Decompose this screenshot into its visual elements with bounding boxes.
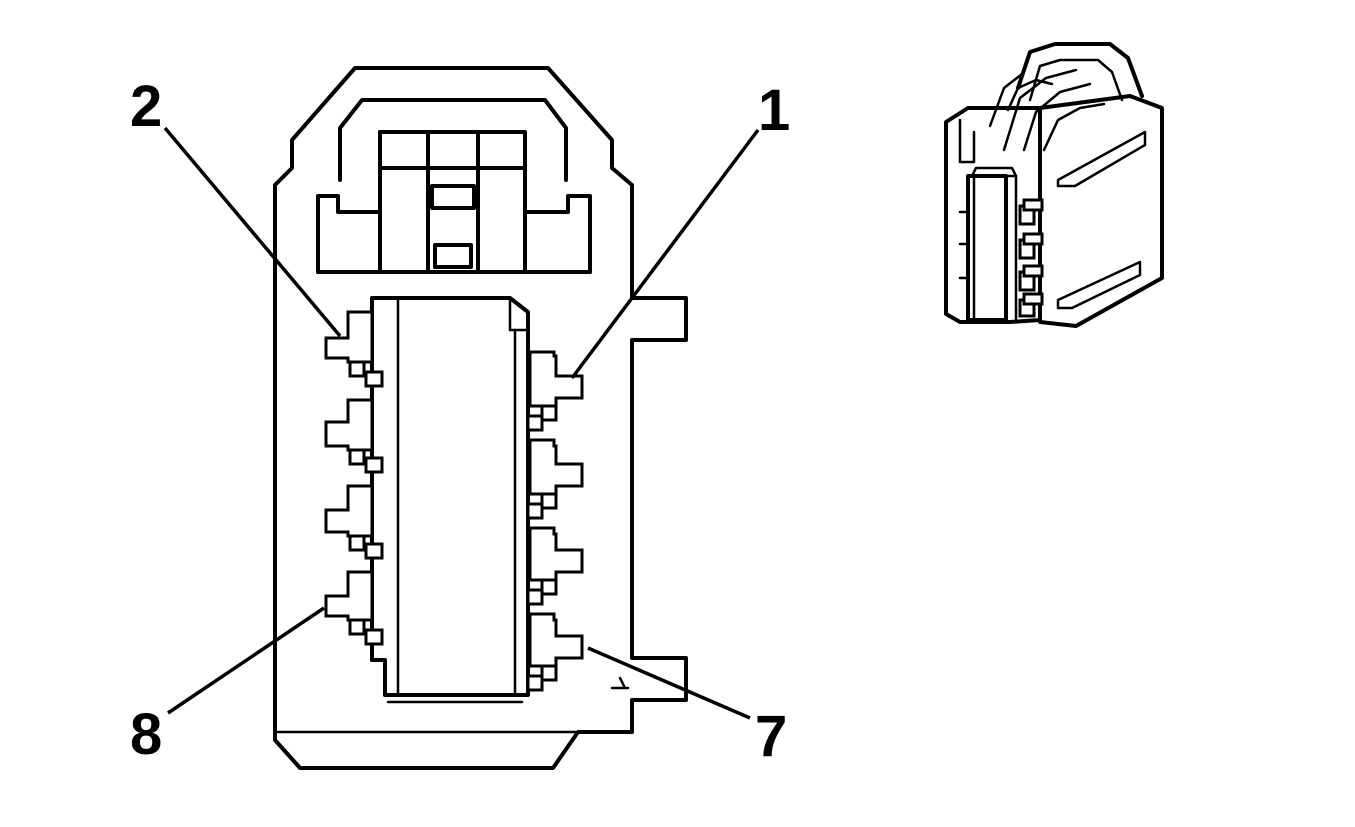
connector-housing	[273, 66, 688, 770]
leader-7	[587, 646, 751, 720]
callout-2: 2	[130, 74, 162, 139]
left-pin-row	[324, 310, 384, 646]
leader-2	[163, 126, 342, 338]
pin-1	[526, 350, 584, 432]
pin-3	[526, 438, 584, 520]
pin-6	[324, 484, 384, 560]
connector-isometric-view	[944, 42, 1164, 328]
pin-2	[324, 310, 384, 388]
pin-8	[324, 570, 384, 646]
callout-7: 7	[755, 704, 787, 769]
callout-8: 8	[130, 702, 162, 767]
terminal-block	[370, 296, 630, 704]
callout-1: 1	[758, 78, 790, 143]
leader-1	[570, 128, 760, 380]
pin-5	[526, 526, 584, 606]
pin-4	[324, 398, 384, 474]
right-pin-row	[526, 350, 584, 692]
leader-lines	[163, 126, 760, 720]
leader-8	[167, 606, 325, 715]
pin-7	[526, 612, 584, 692]
